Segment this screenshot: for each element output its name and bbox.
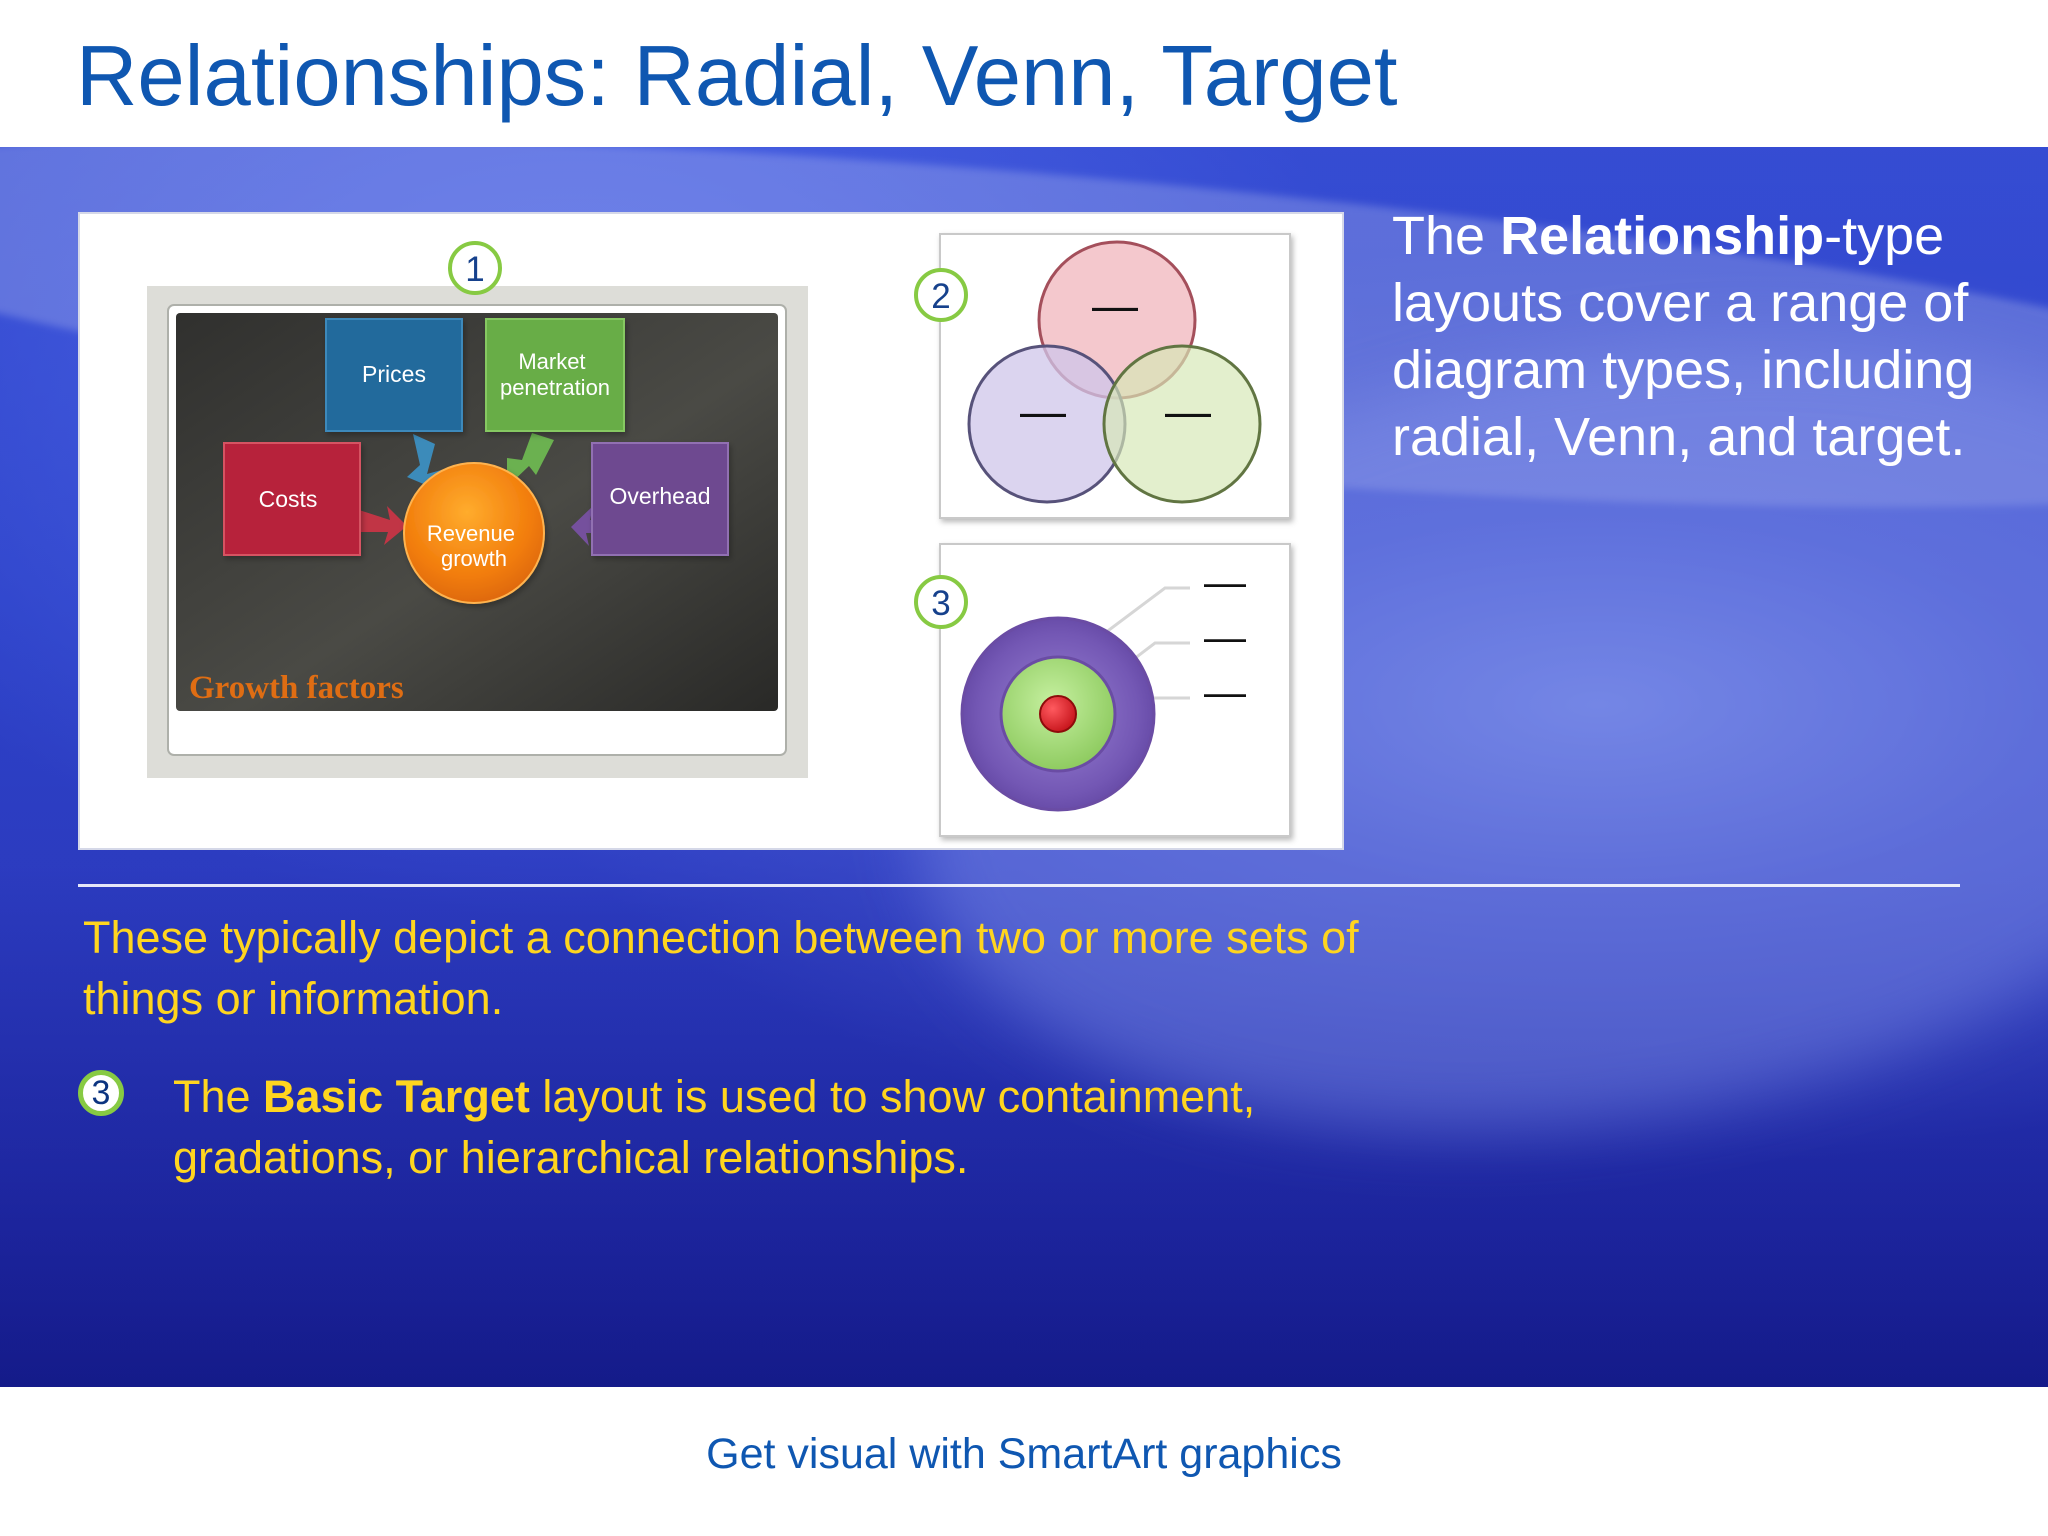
marker-two: 2 [914,268,968,322]
market-penetration-box [485,318,625,432]
venn-right-circle [1102,344,1262,504]
market-arrow-icon [507,433,554,487]
footer-title: Get visual with SmartArt graphics [706,1430,1342,1478]
smartart-examples-image: Prices Market penetration Costs Overhead… [78,212,1344,850]
target-diagram: — — — [960,558,1246,812]
radial-diagram: Prices Market penetration Costs Overhead… [189,318,729,706]
market-penetration-label: Market penetration [500,349,610,400]
basic-target-bullet: 3 The Basic Target layout is used to sho… [78,1066,1448,1196]
venn-diagram: — — — [967,240,1262,504]
overhead-label: Overhead [609,483,710,509]
costs-label: Costs [259,486,318,512]
basic-target-description: The Basic Target layout is used to show … [173,1066,1453,1188]
target-center [1039,695,1077,733]
venn-right-placeholder: — [1165,385,1211,437]
smartart-examples-svg: Prices Market penetration Costs Overhead… [147,233,1291,837]
target-placeholder-middle: — [1204,613,1246,660]
costs-arrow-icon [359,506,407,545]
marker-one: 1 [448,241,502,295]
growth-factors-label: Growth factors [189,670,404,706]
relationship-description-suffix: -type layouts cover a range of diagram t… [1392,206,1975,467]
target-placeholder-bottom: — [1204,668,1246,715]
prices-label: Prices [362,361,426,387]
connection-description: These typically depict a connection betw… [83,912,1359,1024]
marker-three-label: 3 [931,584,950,623]
basic-target-prefix: The [173,1071,264,1122]
revenue-growth-circle [403,462,545,604]
basic-target-number-badge: 3 [78,1070,124,1116]
marker-two-label: 2 [931,277,950,316]
slide-title: Relationships: Radial, Venn, Target [76,29,1398,124]
revenue-growth-label: Revenue growth [427,521,521,571]
green-ring-number-icon [448,241,502,295]
basic-target-bold: Basic Target [263,1071,530,1122]
relationship-layouts-description: The Relationship-type layouts cover a ra… [1392,203,1992,471]
venn-top-placeholder: — [1092,279,1138,331]
marker-three: 3 [914,575,968,629]
overhead-box [591,442,729,556]
slide-footer: Get visual with SmartArt graphics [0,1387,2048,1536]
basic-target-suffix: layout is used to show containment, grad… [173,1071,1256,1183]
relationship-description-bold: Relationship [1500,206,1825,266]
relationship-description-prefix: The [1392,206,1501,266]
section-divider [78,884,1960,887]
green-ring-number-icon [914,575,968,629]
prices-box [325,318,463,432]
marker-one-label: 1 [465,250,484,289]
green-ring-number-icon [914,268,968,322]
venn-left-placeholder: — [1020,385,1066,437]
costs-box [223,442,361,556]
target-placeholder-top: — [1204,558,1246,605]
